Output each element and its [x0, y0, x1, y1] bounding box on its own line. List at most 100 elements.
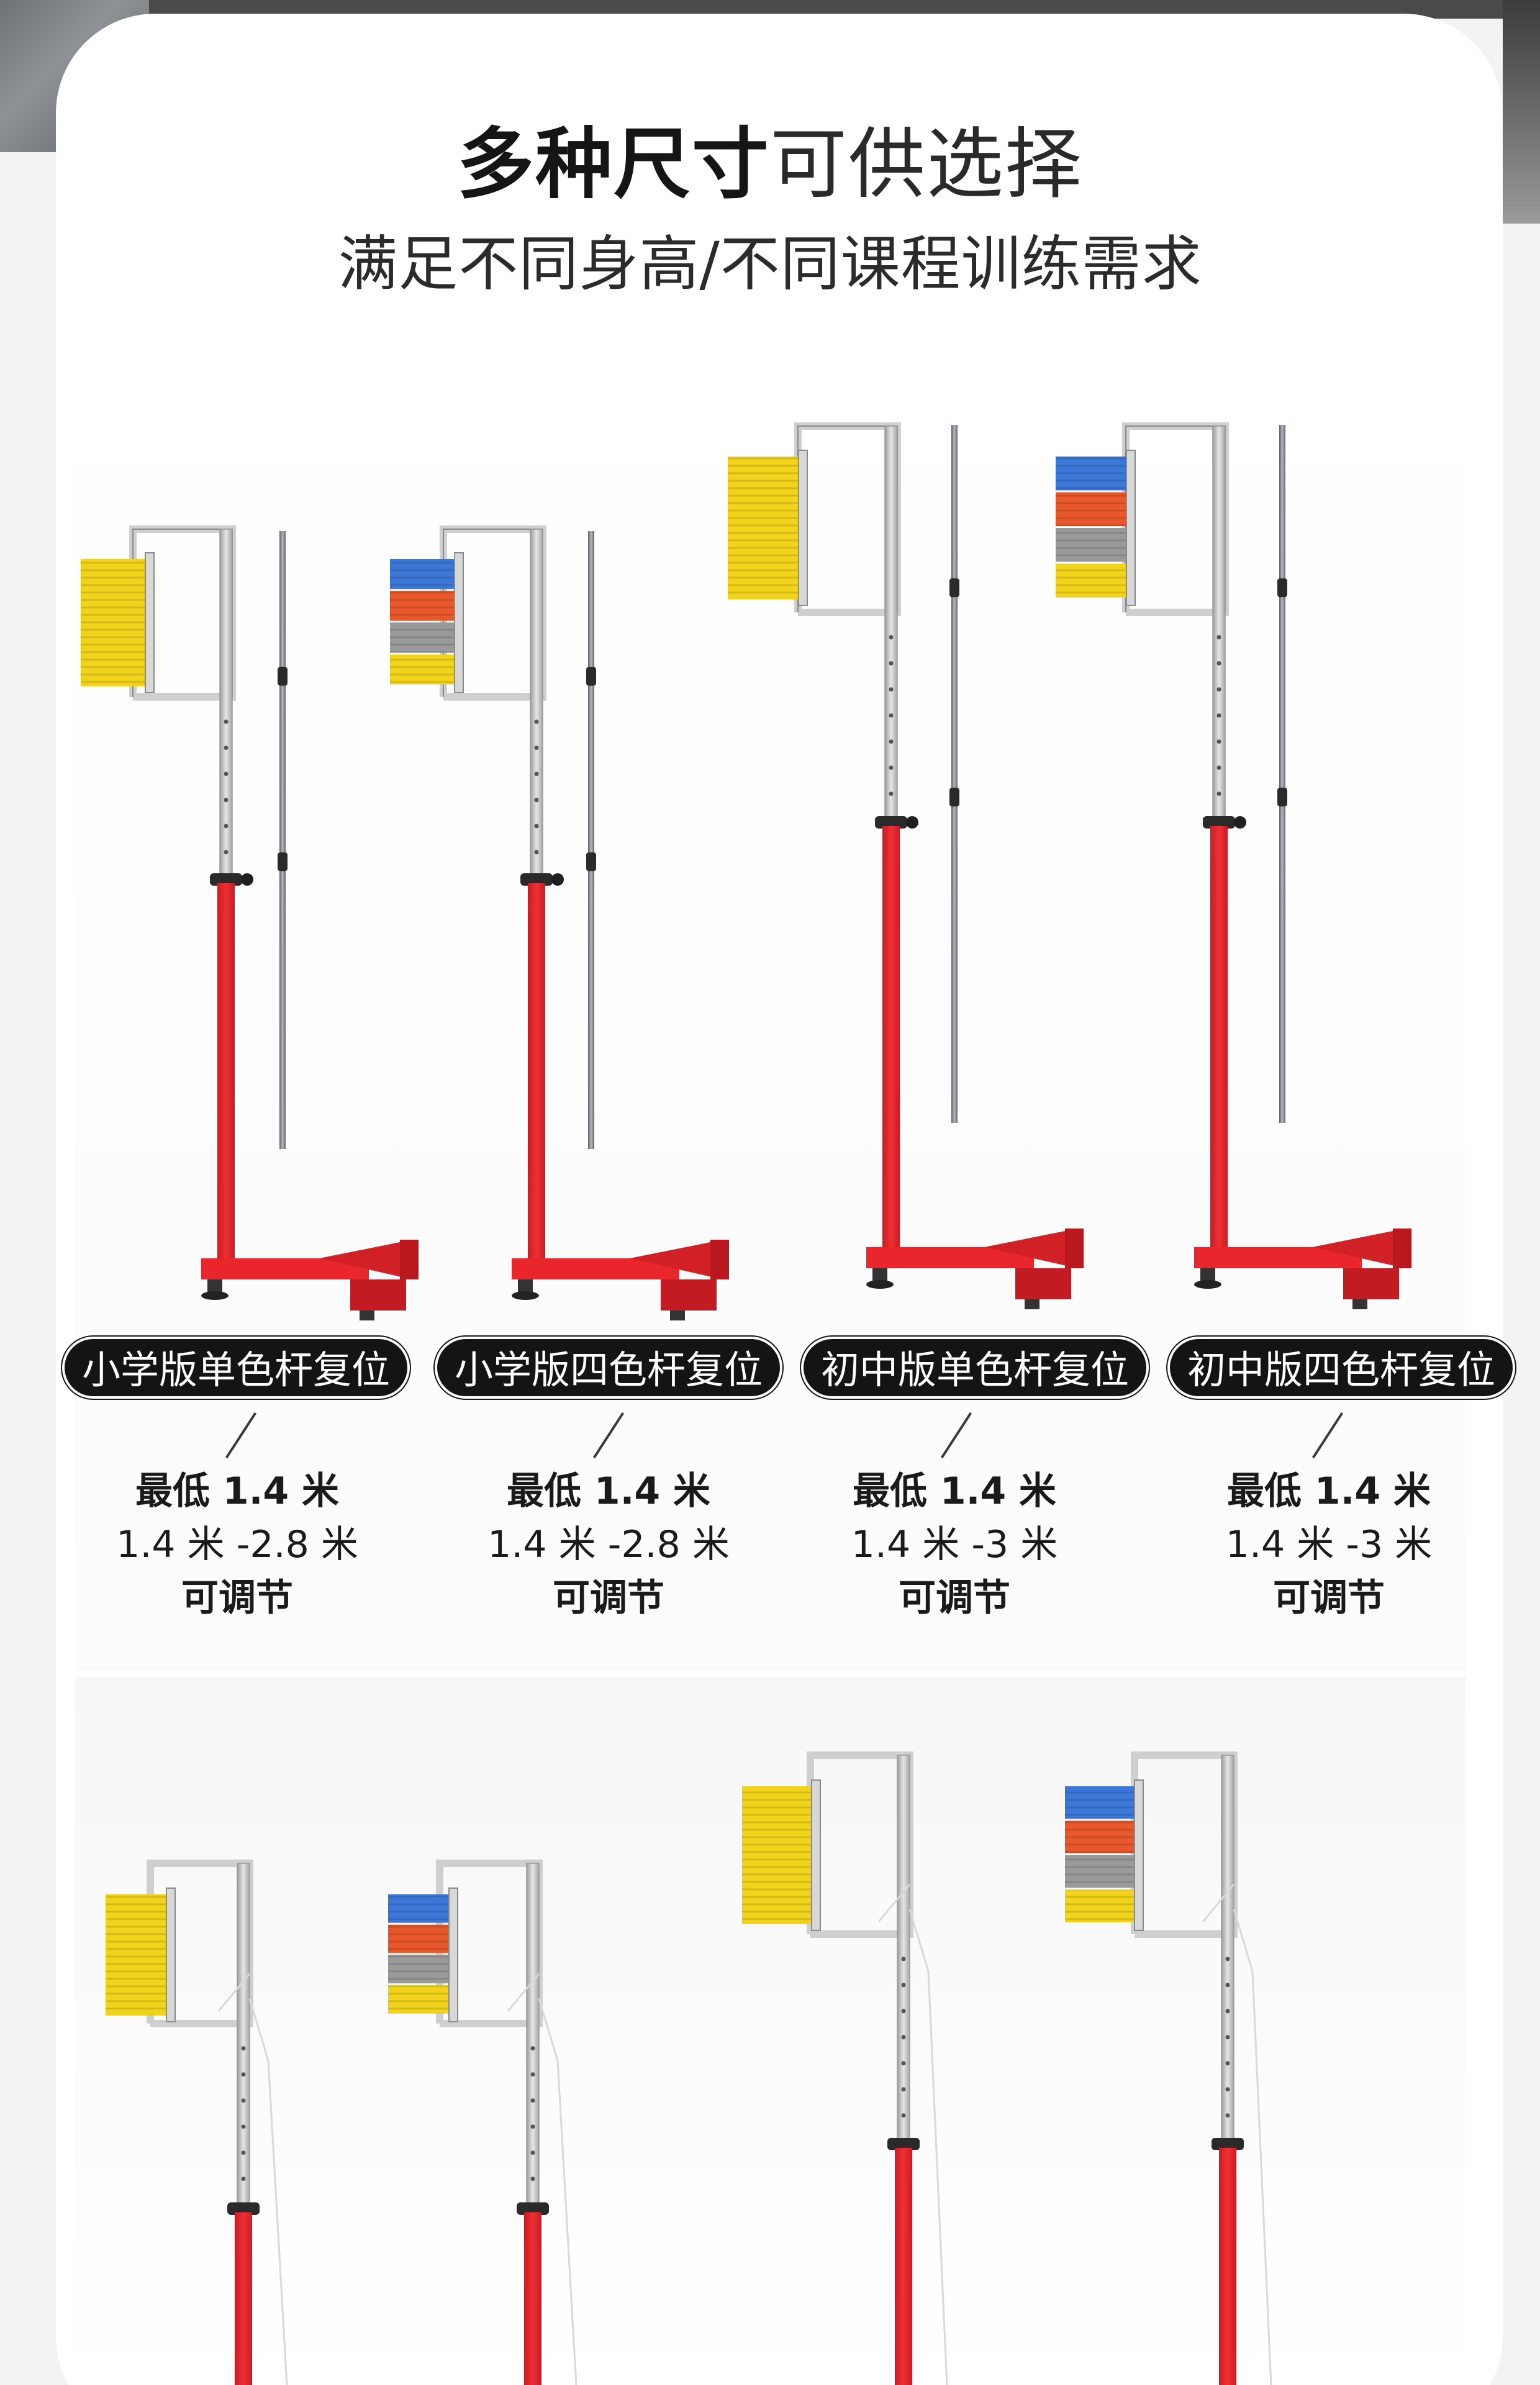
- measuring-rod: [951, 425, 958, 1123]
- pole-hole: [1216, 739, 1221, 744]
- knob-screw: [241, 873, 253, 886]
- foot-shadow: [866, 1280, 894, 1289]
- pole-hole: [530, 2124, 535, 2129]
- base-foot-end: [400, 1240, 419, 1279]
- stand-junior-single: [728, 422, 1084, 1309]
- base-foot-end: [710, 1240, 729, 1279]
- knob-screw: [1234, 816, 1246, 829]
- pole-hole: [1225, 1983, 1230, 1988]
- pole-hole: [1225, 2035, 1230, 2040]
- pole-hole: [224, 797, 229, 802]
- pole-hole: [1225, 2087, 1230, 2092]
- foot-shadow: [201, 1291, 229, 1300]
- pole-hole: [889, 687, 894, 692]
- marker-panel-texture: [728, 457, 807, 599]
- foot-pad: [1200, 1268, 1215, 1282]
- base-leg: [661, 1279, 717, 1311]
- knob-screw: [906, 816, 918, 829]
- pole-hole: [534, 797, 539, 802]
- adjust-knob: [887, 2138, 920, 2150]
- spec-adjustable: 可调节: [181, 1576, 293, 1620]
- elastic-cord: [1202, 1884, 1235, 1922]
- spec-adjustable: 可调节: [553, 1576, 664, 1620]
- rod-clamp: [949, 788, 959, 807]
- marker-band-texture: [1065, 1889, 1143, 1922]
- pole-hole: [241, 2150, 246, 2155]
- pole-hole: [534, 745, 539, 750]
- red-pole: [895, 2148, 912, 2385]
- marker-axle: [166, 1888, 176, 2022]
- pole-hole: [530, 2072, 535, 2077]
- elastic-cord: [877, 1884, 911, 1922]
- foot-pad: [1352, 1299, 1367, 1309]
- product-label-junior-single: 初中版单色杆复位: [801, 1337, 1149, 1399]
- pole-hole: [901, 2087, 906, 2092]
- pole-hole: [1225, 2061, 1230, 2066]
- pole-hole: [1225, 1956, 1230, 1961]
- pole-hole: [1216, 713, 1221, 718]
- marker-band-texture: [1065, 1820, 1143, 1853]
- red-pole: [235, 2212, 252, 2385]
- rod-clamp: [586, 852, 596, 871]
- marker-band-texture: [388, 1894, 458, 1923]
- pole-hole: [530, 2150, 535, 2155]
- spec-min-height: 最低 1.4 米: [1226, 1470, 1431, 1513]
- foot-shadow: [1194, 1280, 1221, 1289]
- pole-hole: [1216, 635, 1221, 640]
- elastic-cord: [908, 1909, 948, 2385]
- marker-panel-texture: [742, 1786, 820, 1924]
- elastic-cord: [538, 1998, 578, 2385]
- marker-band-texture: [1056, 563, 1135, 597]
- red-pole: [528, 883, 545, 1258]
- pole-hole: [889, 739, 894, 744]
- pole-hole: [241, 2072, 246, 2077]
- spec-junior-four: 最低 1.4 米 1.4 米 -3 米 可调节: [1167, 1465, 1490, 1625]
- base-foot: [1312, 1229, 1405, 1268]
- stand-junior-four: [1056, 422, 1411, 1309]
- marker-band-texture: [388, 1955, 458, 1984]
- stand-group: [81, 422, 1411, 2385]
- pole-hole: [530, 2098, 535, 2103]
- stand-primary-four-cropped: [388, 1860, 578, 2385]
- measuring-rod: [279, 531, 286, 1149]
- base-leg: [1015, 1268, 1071, 1299]
- pole-hole: [1216, 687, 1221, 692]
- base-foot: [319, 1240, 412, 1279]
- pole-hole: [241, 2124, 246, 2129]
- adjust-knob: [517, 2202, 549, 2215]
- adjust-knob: [1212, 2138, 1244, 2150]
- spec-range: 1.4 米 -2.8 米: [487, 1523, 730, 1566]
- bracket-frame: [1131, 1751, 1238, 1938]
- pole-hole: [530, 2046, 535, 2051]
- spec-min-height: 最低 1.4 米: [135, 1470, 340, 1513]
- pole-hole: [889, 791, 894, 796]
- pole-hole: [901, 2035, 906, 2040]
- rod-clamp: [1277, 578, 1287, 597]
- marker-axle: [145, 552, 155, 693]
- stand-primary-four: [390, 525, 729, 1320]
- base-leg: [1343, 1268, 1399, 1299]
- stand-primary-single: [81, 525, 419, 1320]
- marker-band-texture: [390, 622, 463, 653]
- pole-hole: [534, 719, 539, 724]
- base-foot-end: [1393, 1229, 1411, 1268]
- slash-divider: [1309, 1410, 1346, 1460]
- page-title-strong: 多种尺寸: [456, 120, 770, 209]
- marker-band-texture: [1056, 528, 1135, 562]
- pole-hole: [241, 2176, 246, 2181]
- slash-divider: [222, 1410, 260, 1460]
- pole-hole: [901, 2061, 906, 2066]
- pole-hole: [534, 824, 539, 829]
- adjust-knob: [520, 873, 553, 886]
- page-title-light: 可供选择: [770, 120, 1084, 209]
- silver-pole: [897, 1755, 910, 2142]
- spec-range: 1.4 米 -3 米: [1225, 1523, 1433, 1566]
- bracket-frame: [1122, 422, 1229, 616]
- adjust-knob: [875, 816, 907, 829]
- pole-hole: [1216, 791, 1221, 796]
- base-foot-end: [1065, 1229, 1084, 1268]
- pole-hole: [889, 661, 894, 666]
- spec-junior-single: 最低 1.4 米 1.4 米 -3 米 可调节: [793, 1465, 1116, 1625]
- stand-junior-single-cropped: [742, 1751, 948, 2385]
